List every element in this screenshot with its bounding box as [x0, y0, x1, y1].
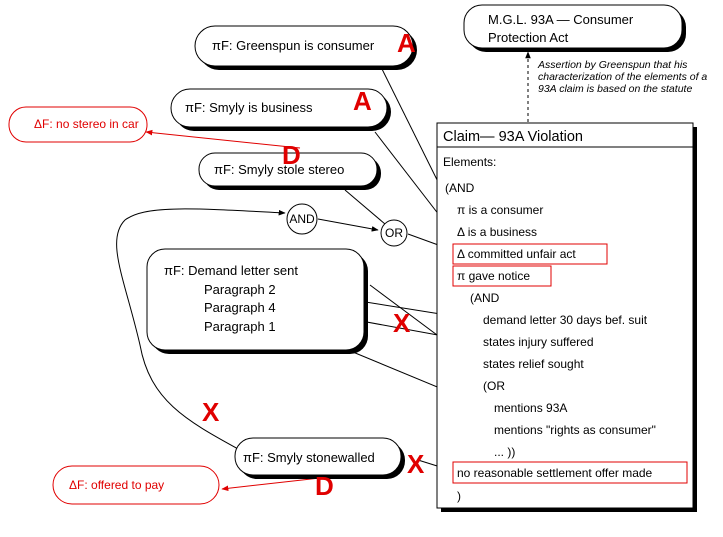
fact-stole-node[interactable]: πF: Smyly stole stereo: [198, 152, 381, 190]
claim-item-close: ): [457, 489, 461, 503]
fact-demand-p1: Paragraph 1: [204, 319, 276, 334]
or-connector[interactable]: OR: [380, 219, 408, 247]
claim-item-settlement: no reasonable settlement offer made: [457, 466, 653, 480]
fact-demand-p4: Paragraph 4: [204, 300, 276, 315]
claim-item-and-notice: (AND: [470, 291, 500, 305]
claim-item-demand-letter: demand letter 30 days bef. suit: [483, 313, 648, 327]
claim-item-consumer: π is a consumer: [457, 203, 543, 217]
claim-box[interactable]: Claim— 93A Violation Elements: (AND π is…: [436, 122, 697, 512]
claim-item-ellipsis: ... )): [494, 445, 515, 459]
fact-demand-p2: Paragraph 2: [204, 282, 276, 297]
link-and-to-or: [317, 218, 379, 232]
fact-consumer-text: πF: Greenspun is consumer: [212, 38, 375, 53]
claim-item-rights-consumer: mentions "rights as consumer": [494, 423, 656, 437]
assertion-note: Assertion by Greenspun that his characte…: [537, 59, 707, 95]
mark-d-stole: D: [282, 140, 301, 170]
fact-consumer-node[interactable]: πF: Greenspun is consumer: [194, 25, 417, 70]
statute-line2: Protection Act: [488, 30, 569, 45]
fact-business-text: πF: Smyly is business: [185, 100, 313, 115]
statute-node[interactable]: M.G.L. 93A — Consumer Protection Act: [463, 4, 686, 52]
link-stole-to-no-stereo: [145, 129, 301, 149]
defense-no-stereo-text: ΔF: no stereo in car: [34, 117, 139, 131]
claim-title: Claim— 93A Violation: [443, 129, 583, 145]
link-stonewalled-to-offered: [221, 477, 321, 492]
defense-links: [145, 129, 321, 492]
claim-item-or: (OR: [483, 379, 505, 393]
claim-item-and-open: (AND: [445, 181, 475, 195]
link-stole-to-or: [344, 189, 386, 225]
claim-item-business: Δ is a business: [457, 225, 537, 239]
fact-business-node[interactable]: πF: Smyly is business: [170, 88, 391, 131]
claim-item-mentions-93a: mentions 93A: [494, 401, 567, 415]
mark-x-demand: X: [393, 308, 411, 338]
mark-d-stonewalled: D: [315, 471, 334, 501]
assertion-line2: characterization of the elements of a: [538, 71, 707, 83]
and-connector[interactable]: AND: [286, 203, 318, 235]
claim-item-unfair-act: Δ committed unfair act: [457, 247, 576, 261]
assertion-line3: 93A claim is based on the statute: [538, 83, 692, 95]
fact-stonewalled-text: πF: Smyly stonewalled: [243, 450, 375, 465]
claim-item-notice: π gave notice: [457, 269, 530, 283]
mark-a-consumer: A: [397, 28, 416, 58]
fact-demand-title: πF: Demand letter sent: [164, 263, 298, 278]
mark-a-business: A: [353, 86, 372, 116]
fact-stole-text: πF: Smyly stole stereo: [214, 162, 344, 177]
mark-x-stonewalled: X: [407, 449, 425, 479]
or-label: OR: [385, 226, 403, 240]
link-loop-stonewalled-to-and: [116, 208, 286, 451]
claim-item-injury: states injury suffered: [483, 335, 594, 349]
mark-x-loop: X: [202, 397, 220, 427]
claim-elements-label: Elements:: [443, 155, 496, 169]
claim-item-relief: states relief sought: [483, 357, 584, 371]
defense-offered-node[interactable]: ΔF: offered to pay: [52, 465, 220, 505]
defense-offered-text: ΔF: offered to pay: [69, 478, 164, 492]
fact-stonewalled-node[interactable]: πF: Smyly stonewalled: [234, 437, 405, 479]
and-label: AND: [289, 212, 315, 226]
annotation-marks: A A D X X X D: [202, 28, 425, 501]
defense-no-stereo-node[interactable]: ΔF: no stereo in car: [8, 106, 148, 143]
assertion-line1: Assertion by Greenspun that his: [537, 59, 688, 71]
fact-demand-node[interactable]: πF: Demand letter sent Paragraph 2 Parag…: [146, 248, 368, 354]
statute-line1: M.G.L. 93A — Consumer: [488, 12, 634, 27]
